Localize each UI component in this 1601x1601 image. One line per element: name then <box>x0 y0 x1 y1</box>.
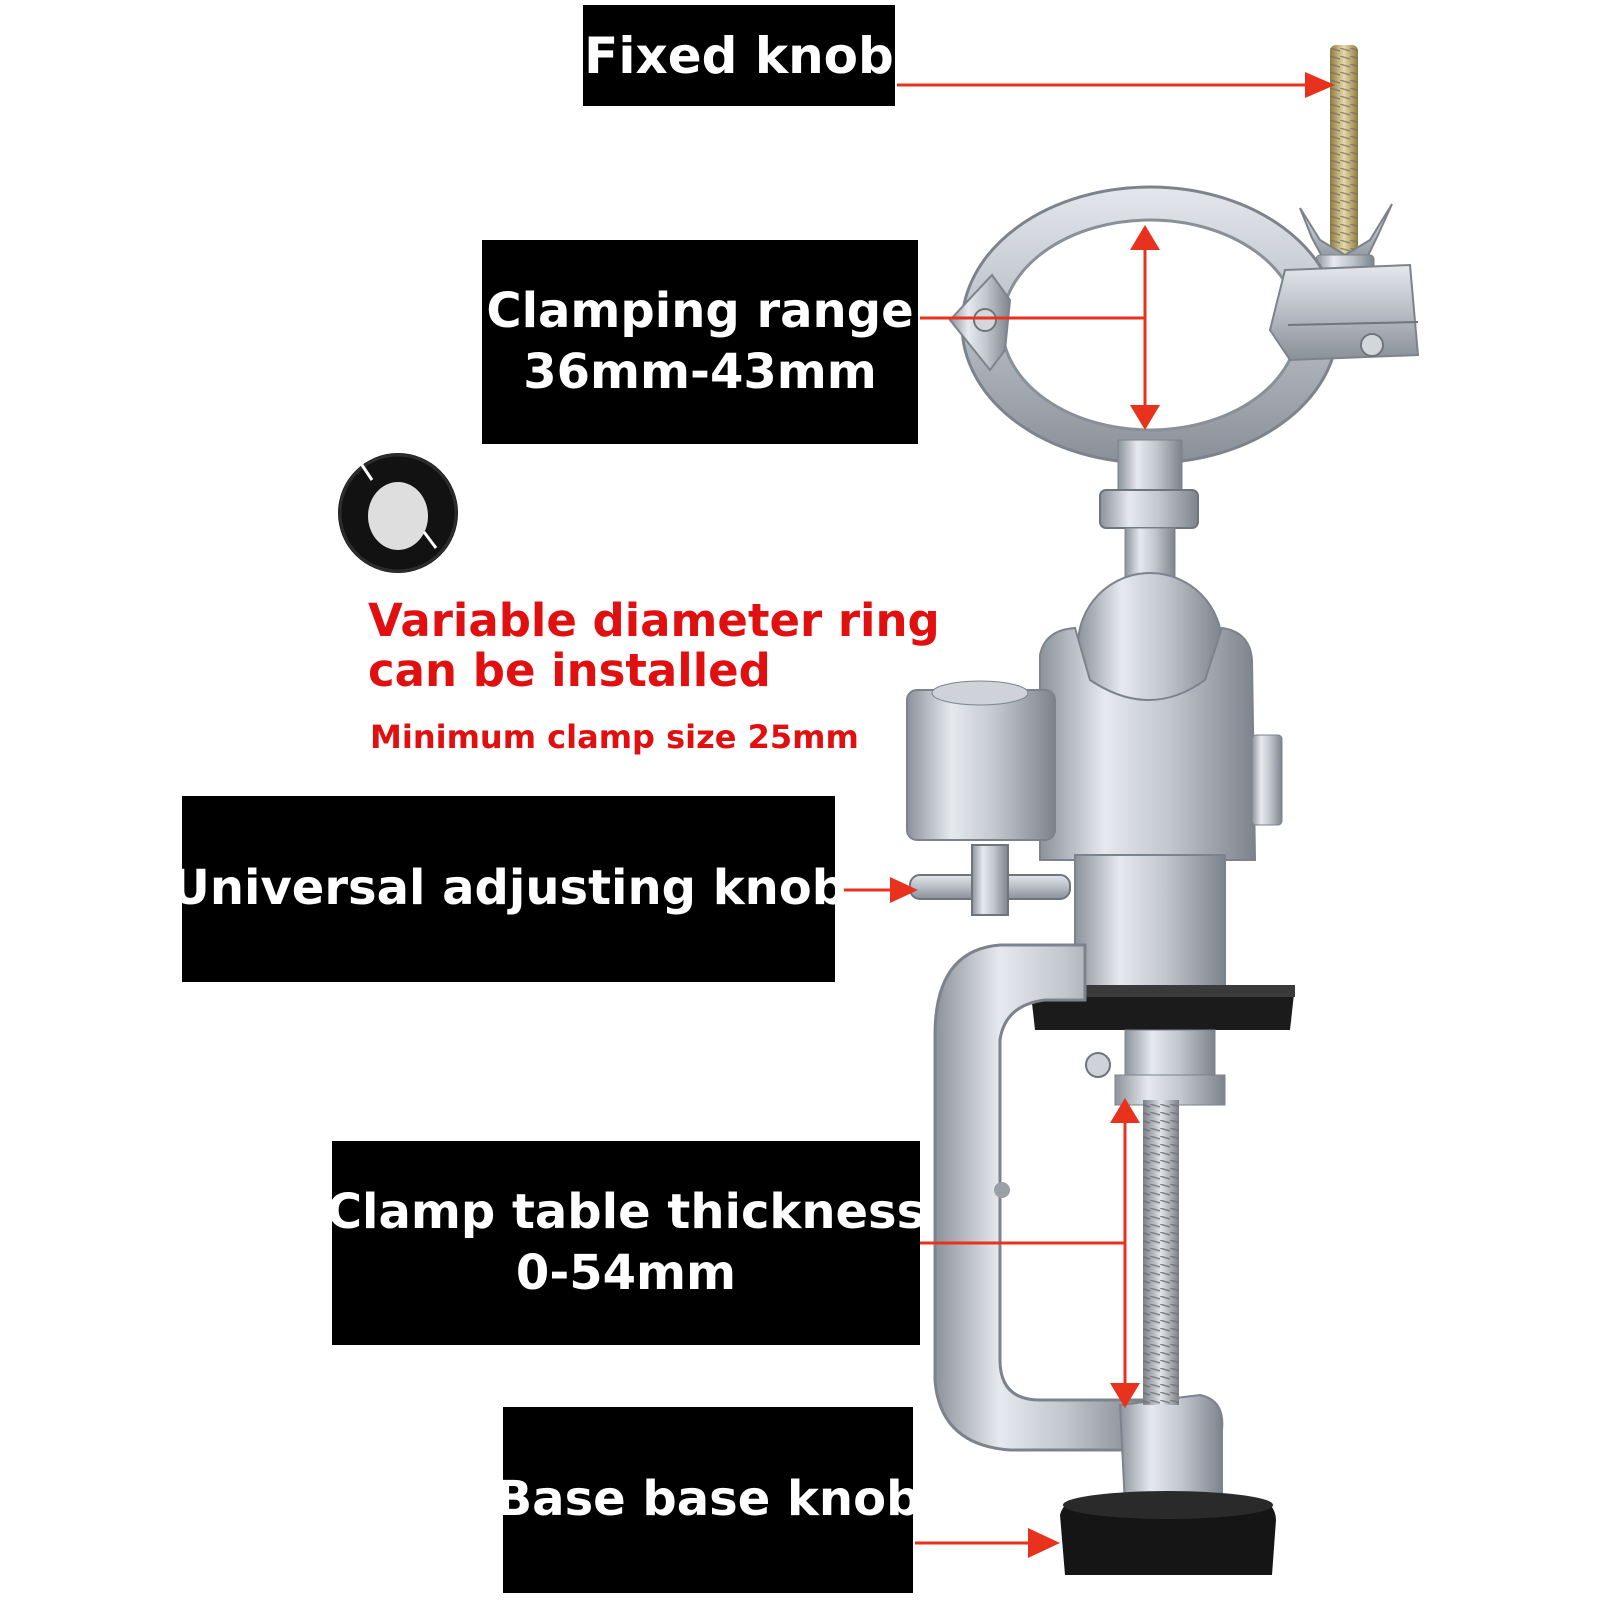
minimum-clamp-note: Minimum clamp size 25mm <box>370 718 859 756</box>
main-body <box>906 626 1283 991</box>
c-clamp-frame <box>933 943 1224 1507</box>
clamp-table-thickness-label: Clamp table thickness 0-54mm <box>327 1141 925 1345</box>
clamping-range-title: Clamping range <box>486 282 914 339</box>
base-knob <box>1060 1491 1276 1575</box>
universal-adjusting-knob-text: Universal adjusting knob <box>170 860 847 917</box>
minimum-clamp-text: Minimum clamp size 25mm <box>370 718 859 756</box>
base-knob-label: Base base knob <box>496 1407 920 1593</box>
universal-adjusting-knob-label: Universal adjusting knob <box>171 796 846 982</box>
variable-ring-note: Variable diameter ring can be installed <box>368 596 940 696</box>
fixed-knob-label: Fixed knob <box>583 5 895 106</box>
variable-diameter-ring <box>338 453 458 573</box>
variable-ring-note-line1: Variable diameter ring <box>368 594 940 647</box>
clamping-ring <box>948 185 1420 496</box>
variable-ring-note-line2: can be installed <box>368 644 771 697</box>
bottom-screw <box>1143 1100 1179 1405</box>
clamp-table-thickness-title: Clamp table thickness <box>326 1183 926 1240</box>
annotation-arrows <box>838 72 1335 1558</box>
rubber-washer <box>1030 985 1295 1106</box>
clamp-table-thickness-value: 0-54mm <box>515 1245 737 1301</box>
base-knob-text: Base base knob <box>495 1471 921 1528</box>
clamping-range-value: 36mm-43mm <box>523 344 877 400</box>
fixed-knob-screw <box>1299 45 1393 278</box>
clamping-range-label: Clamping range 36mm-43mm <box>482 240 918 444</box>
fixed-knob-text: Fixed knob <box>584 26 894 85</box>
